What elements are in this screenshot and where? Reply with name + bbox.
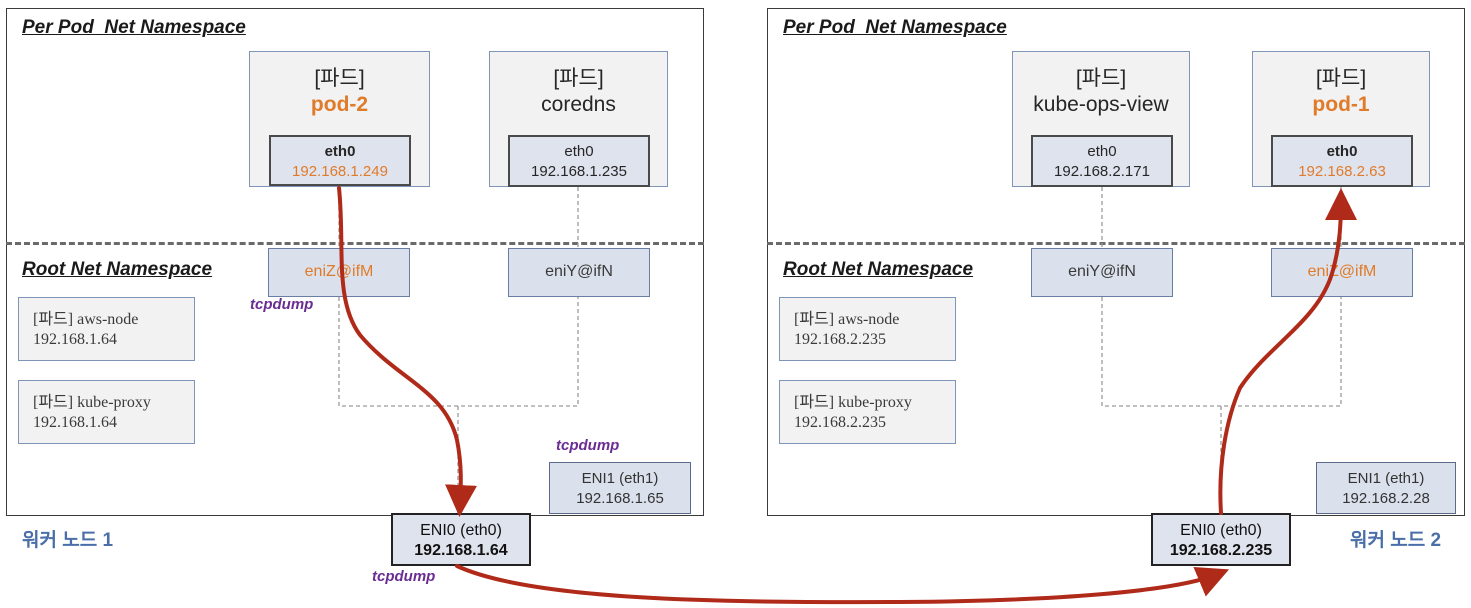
veth-eniz-node1[interactable]: eniZ@ifM xyxy=(268,248,410,297)
eni-line1: ENI0 (eth0) xyxy=(420,522,502,539)
sys-line1: [파드] kube-proxy xyxy=(794,394,912,411)
eni-line2: 192.168.1.64 xyxy=(414,542,508,559)
veth-eniz-node2[interactable]: eniZ@ifM xyxy=(1271,248,1413,297)
pod-name: pod-1 xyxy=(1312,93,1370,116)
namespace-divider-2 xyxy=(767,242,1465,245)
pod-ns-title-2: Per Pod Net Namespace xyxy=(783,17,1007,38)
pod-title: [파드] xyxy=(1075,67,1127,90)
tcpdump-label-eni0: tcpdump xyxy=(372,568,436,585)
veth-eniy-node1[interactable]: eniY@ifN xyxy=(508,248,650,297)
worker-node-2-label: 워커 노드 2 xyxy=(1350,530,1442,551)
system-pod-aws-node-1[interactable]: [파드] aws-node 192.168.1.64 xyxy=(18,297,195,361)
eni1-node2[interactable]: ENI1 (eth1) 192.168.2.28 xyxy=(1316,462,1456,514)
eni-line2: 192.168.2.28 xyxy=(1342,490,1430,507)
eni-line1: ENI1 (eth1) xyxy=(1347,470,1425,487)
iface-name: eth0 xyxy=(1087,143,1117,160)
pod-title: [파드] xyxy=(314,67,365,90)
iface-name: eth0 xyxy=(324,143,356,160)
sys-line1: [파드] kube-proxy xyxy=(33,394,151,411)
eni1-node1[interactable]: ENI1 (eth1) 192.168.1.65 xyxy=(549,462,691,514)
namespace-divider-1 xyxy=(6,242,704,245)
eni-line2: 192.168.1.65 xyxy=(576,490,664,507)
system-pod-kube-proxy-1[interactable]: [파드] kube-proxy 192.168.1.64 xyxy=(18,380,195,444)
flow-arrow-node1-to-node2 xyxy=(455,564,1230,605)
tcpdump-label-veth: tcpdump xyxy=(250,296,314,313)
kube-ops-view-eth0[interactable]: eth0 192.168.2.171 xyxy=(1031,135,1173,187)
eni-line1: ENI1 (eth1) xyxy=(581,470,659,487)
pod-name: pod-2 xyxy=(310,93,369,116)
sys-line1: [파드] aws-node xyxy=(33,311,139,328)
pod-1-eth0[interactable]: eth0 192.168.2.63 xyxy=(1271,135,1413,187)
sys-line2: 192.168.2.235 xyxy=(794,331,886,348)
iface-name: eth0 xyxy=(564,143,594,160)
iface-ip: 192.168.1.235 xyxy=(531,163,627,180)
eni-line1: ENI0 (eth0) xyxy=(1180,522,1262,539)
root-ns-title-1: Root Net Namespace xyxy=(22,259,213,280)
iface-ip: 192.168.2.63 xyxy=(1298,163,1386,180)
iface-ip: 192.168.2.171 xyxy=(1054,163,1150,180)
sys-line1: [파드] aws-node xyxy=(794,311,900,328)
sys-line2: 192.168.1.64 xyxy=(33,331,117,348)
sys-line2: 192.168.2.235 xyxy=(794,414,886,431)
eni-line2: 192.168.2.235 xyxy=(1169,542,1273,559)
veth-eniy-node2[interactable]: eniY@ifN xyxy=(1031,248,1173,297)
pod-name: coredns xyxy=(541,93,616,116)
pod-ns-title-1: Per Pod Net Namespace xyxy=(22,17,246,38)
sys-line2: 192.168.1.64 xyxy=(33,414,117,431)
system-pod-aws-node-2[interactable]: [파드] aws-node 192.168.2.235 xyxy=(779,297,956,361)
eni0-node1[interactable]: ENI0 (eth0) 192.168.1.64 xyxy=(391,513,531,566)
iface-ip: 192.168.1.249 xyxy=(292,163,388,180)
pod-title: [파드] xyxy=(1315,67,1367,90)
coredns-eth0[interactable]: eth0 192.168.1.235 xyxy=(508,135,650,187)
pod-name: kube-ops-view xyxy=(1033,93,1169,116)
tcpdump-label-eni1: tcpdump xyxy=(556,437,620,454)
iface-name: eth0 xyxy=(1326,143,1358,160)
worker-node-1-label: 워커 노드 1 xyxy=(22,530,114,551)
root-ns-title-2: Root Net Namespace xyxy=(783,259,974,280)
system-pod-kube-proxy-2[interactable]: [파드] kube-proxy 192.168.2.235 xyxy=(779,380,956,444)
pod-title: [파드] xyxy=(553,67,604,90)
eni0-node2[interactable]: ENI0 (eth0) 192.168.2.235 xyxy=(1151,513,1291,566)
pod-2-eth0[interactable]: eth0 192.168.1.249 xyxy=(269,135,411,186)
